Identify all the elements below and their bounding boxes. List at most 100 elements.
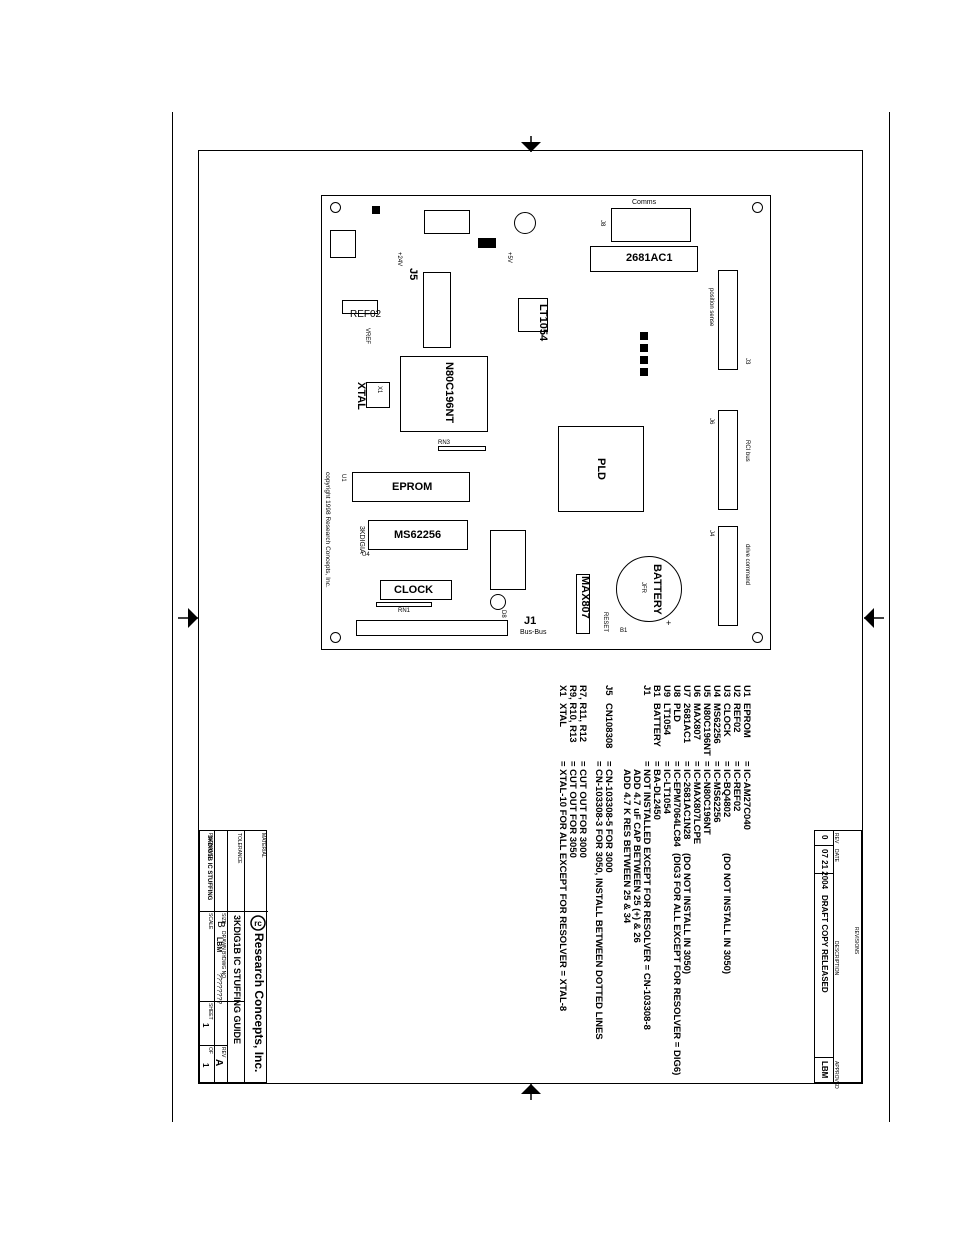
bus-bus-label: Bus-Bus (520, 629, 547, 636)
pcb-board: Comms J8 2681AC1 position sense J3 RCI b… (321, 195, 771, 650)
copyright-text: copyright 1998 Research Concepts, Inc. (324, 472, 331, 588)
chip-xtal-label: XTAL (355, 382, 367, 410)
vref-label: VREF (364, 328, 370, 345)
reset-label: RESET (602, 612, 608, 633)
diode-d3 (372, 206, 380, 214)
company-logo-icon: rc (250, 915, 266, 931)
drawing-title: 3KDIG1B IC STUFFING GUIDE (232, 915, 242, 1045)
jfr-label: JFR (640, 582, 646, 593)
u4-label: U4 (362, 552, 370, 558)
chip-max807-label: MAX807 (579, 576, 591, 619)
chip-eprom-label: EPROM (392, 481, 433, 493)
mounting-hole (330, 202, 341, 213)
x1-label: X1 (376, 386, 382, 394)
b1-label: B1 (620, 628, 628, 634)
u1-label: U1 (340, 474, 346, 482)
crystal-x1 (366, 382, 390, 408)
parts-row: U5N80C196NT= IC-N80C196NT (701, 685, 712, 835)
bottom-arrow-icon (521, 1084, 541, 1100)
rn1-label: RN1 (398, 608, 411, 614)
chip-ref02 (342, 300, 378, 314)
capacitor-c39 (514, 212, 536, 234)
led-d10 (640, 368, 648, 376)
tolerance-label: TOLERANCE (236, 833, 242, 864)
chip-pld (558, 426, 644, 512)
chip-clock-label: CLOCK (394, 584, 434, 596)
size-value: B (215, 921, 226, 928)
rev-appr: LBM (820, 1061, 829, 1079)
left-border-line (172, 112, 173, 1122)
j4-label: J4 (708, 530, 714, 537)
drive-command-header (718, 526, 738, 626)
desc-col: DESCRIPTION (833, 941, 839, 976)
chip-clock (380, 580, 452, 600)
date-col: DATE (833, 849, 839, 862)
battery-plus-label: + (666, 618, 672, 628)
resistor-network-rn1 (376, 602, 432, 607)
parts-row: = CN-103308-3 FOR 3050, INSTALL BETWEEN … (593, 761, 604, 1040)
chip-ms62256-label: MS62256 (394, 529, 442, 541)
parts-row: U8PLD= IC-EPM7064LC84(DIG3 FOR ALL EXCEP… (671, 685, 682, 1076)
resistor-network-rn3 (438, 446, 486, 451)
mounting-hole (330, 632, 341, 643)
of-value: 1 (201, 1063, 210, 1068)
plus24v-label: +24V (396, 252, 402, 267)
bus-connector (356, 620, 508, 636)
position-sense-label: position sense (708, 288, 714, 327)
dwg-value: ???????? (215, 973, 222, 1005)
rev-col: REV (833, 833, 839, 844)
j5-label: J5 (407, 268, 419, 281)
j6-label: J6 (708, 418, 714, 425)
right-arrow-icon (864, 608, 884, 628)
led-d8 (640, 344, 648, 352)
j3-label: J3 (744, 358, 750, 365)
left-arrow-icon (178, 608, 198, 628)
battery-b1 (616, 556, 682, 622)
parts-row: R7, R11, R12= CUT OUT FOR 3000 (577, 685, 588, 858)
j5-header (423, 272, 451, 348)
parts-row: X1XTAL= XTAL-10 FOR ALL EXCEPT FOR RESOL… (557, 685, 568, 1012)
appr-col: APPROVED (833, 1061, 839, 1089)
company-name: Research Concepts, Inc. (252, 933, 266, 1073)
capacitor (490, 594, 506, 610)
parts-row: U3CLOCK= IC-BQ4802(DO NOT INSTALL IN 305… (721, 685, 732, 975)
battery-label: BATTERY (651, 564, 663, 615)
led-d7 (640, 332, 648, 340)
title-block: MATERIAL TOLERANCE FILENAME 3KDIG1B IC S… (199, 830, 268, 1084)
parts-row: U1EPROM= IC-AM27C040 (741, 685, 752, 830)
j8-label: J8 (599, 220, 605, 227)
regulator (330, 230, 356, 258)
parts-row: U6MAX807= IC-MAX807LCPE (691, 685, 702, 845)
parts-row: J1= NOT INSTALLED EXCEPT FOR RESOLVER = … (641, 685, 652, 1030)
sheet-value: 1 (201, 1023, 210, 1028)
material-label: MATERIAL (260, 833, 266, 858)
rev-date: 07 21 2004 (820, 849, 829, 890)
chip-max807 (576, 574, 590, 634)
d8-label: D8 (500, 610, 506, 618)
chip-n80c196nt (400, 356, 488, 432)
drawn-value: LBM (215, 937, 222, 953)
chip-2681ac1-label: 2681AC1 (626, 252, 673, 264)
rev-label: REV (220, 1047, 226, 1058)
resistor-networks (490, 530, 526, 590)
chip-lt1054-label: LT1054 (537, 304, 549, 342)
chip-ms62256 (368, 520, 468, 550)
revisions-header: REVISIONS (853, 927, 859, 955)
rci-bus-header (718, 410, 738, 510)
rev-value: 0 (820, 835, 829, 840)
rev-value: A (213, 1059, 224, 1067)
parts-row: ADD 4.7 K RES BETWEEN 25 & 34 (621, 769, 632, 924)
chip-2681ac1 (590, 246, 698, 272)
sheet-label: SHEET (207, 1003, 213, 1020)
parts-row: R9, R10, R13= CUT OUT FOR 3050 (567, 685, 578, 858)
filename-value: 3KDIG1B IC STUFFING (206, 835, 212, 901)
of-label: OF (207, 1047, 213, 1054)
drive-command-label: drive command (744, 544, 750, 586)
j1-label: J1 (524, 615, 537, 627)
comms-label: Comms (632, 199, 657, 206)
inductor-l1 (424, 210, 470, 234)
rev-desc: DRAFT COPY RELEASED (820, 895, 829, 993)
rci-bus-label: RCI bus (744, 440, 750, 462)
diode-d5 (478, 238, 496, 248)
rn3-label: RN3 (438, 440, 451, 446)
